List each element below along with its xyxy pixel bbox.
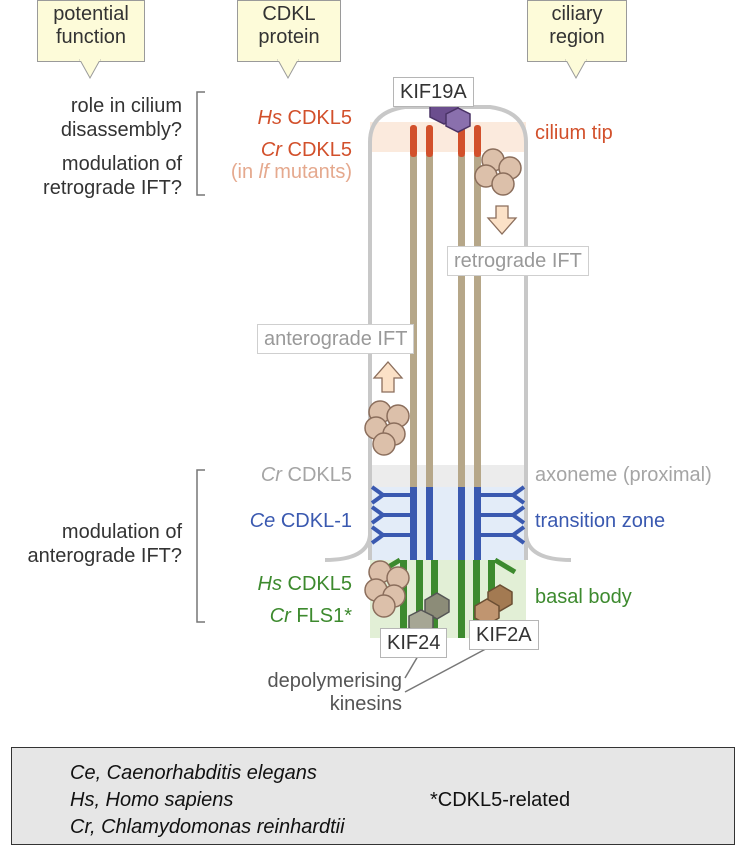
caption-line: depolymerising xyxy=(267,670,402,692)
leader-line xyxy=(404,643,496,693)
microtubule xyxy=(410,155,417,465)
header-potential-function: potential function xyxy=(37,0,145,62)
membrane-base-left xyxy=(324,534,372,562)
retrograde-arrow xyxy=(486,205,518,235)
protein-name: CDKL5 xyxy=(281,464,352,486)
protein-hs-cdkl5-tip: Hs CDKL5 xyxy=(150,106,352,130)
legend-ce: Ce, Caenorhabditis elegans xyxy=(70,762,317,784)
protein-note-lf-mutants: (in lf mutants) xyxy=(150,160,352,184)
protein-name: CDKL5 xyxy=(281,573,352,595)
microtubule-bb xyxy=(416,560,423,638)
kif19a-label: KIF19A xyxy=(393,77,474,107)
region-basal-body: basal body xyxy=(535,586,632,608)
species-abbrev: Cr xyxy=(269,605,291,627)
bracket-bottom xyxy=(196,469,205,623)
header-line: CDKL xyxy=(262,3,316,25)
species-abbrev: Ce xyxy=(249,510,276,532)
function-line: disassembly? xyxy=(60,119,182,141)
y-links-right xyxy=(481,485,526,545)
header-cdkl-protein: CDKL protein xyxy=(237,0,341,62)
microtubule-tz xyxy=(474,487,481,560)
callout-pointer xyxy=(79,59,101,80)
region-axoneme-proximal: axoneme (proximal) xyxy=(535,464,712,486)
transition-zone-band xyxy=(370,487,526,560)
transition-fiber xyxy=(493,557,517,575)
caption-line: kinesins xyxy=(329,693,402,715)
cilium-diagram xyxy=(79,59,587,693)
header-line: potential xyxy=(53,3,129,25)
microtubule-tz xyxy=(458,487,465,560)
microtubule-tz xyxy=(426,487,433,560)
microtubule xyxy=(474,155,481,465)
callout-pointer xyxy=(277,59,299,80)
microtubule-tz xyxy=(410,487,417,560)
bracket-top xyxy=(196,91,205,196)
function-line: role in cilium xyxy=(70,95,182,117)
region-transition-zone: transition zone xyxy=(535,510,666,532)
note-species: lf xyxy=(258,161,269,183)
ift-particle-retrograde xyxy=(474,148,522,196)
function-line: modulation of xyxy=(61,521,182,543)
function-line: modulation of xyxy=(61,153,182,175)
protein-cr-fls1: Cr FLS1* xyxy=(150,604,352,628)
protein-ce-cdkl1: Ce CDKL-1 xyxy=(150,509,352,533)
species-abbrev: Hs xyxy=(257,573,282,595)
protein-cr-cdkl5-axoneme: Cr CDKL5 xyxy=(150,463,352,487)
anterograde-ift-label: anterograde IFT xyxy=(257,324,415,354)
protein-name: FLS1* xyxy=(290,605,352,627)
function-retrograde: modulation of retrograde IFT? xyxy=(0,152,182,200)
function-disassembly: role in cilium disassembly? xyxy=(0,94,182,142)
kif2a-label: KIF2A xyxy=(469,620,539,650)
header-line: protein xyxy=(258,26,320,48)
protein-hs-cdkl5-bb: Hs CDKL5 xyxy=(150,572,352,596)
anterograde-arrow xyxy=(372,361,404,393)
protein-name: CDKL-1 xyxy=(275,510,352,532)
microtubule-bb xyxy=(458,560,465,638)
microtubule xyxy=(458,155,465,465)
kif19a-motor xyxy=(445,107,471,133)
header-line: region xyxy=(549,26,605,48)
note-prefix: (in xyxy=(230,161,259,183)
legend-cr: Cr, Chlamydomonas reinhardtii xyxy=(70,816,345,838)
membrane-base-right xyxy=(524,534,572,562)
kif24-label: KIF24 xyxy=(380,628,448,658)
header-ciliary-region: ciliary region xyxy=(527,0,627,62)
ift-particle-basal xyxy=(364,560,410,618)
leader-line xyxy=(404,655,419,679)
function-anterograde: modulation of anterograde IFT? xyxy=(0,520,182,568)
microtubule-tip xyxy=(458,125,465,157)
ift-particle-anterograde xyxy=(364,400,410,456)
y-links-left xyxy=(370,485,410,545)
function-line: anterograde IFT? xyxy=(27,545,182,567)
protein-cr-cdkl5-tip: Cr CDKL5 xyxy=(150,138,352,162)
callout-pointer xyxy=(565,59,587,80)
function-line: retrograde IFT? xyxy=(43,177,182,199)
header-line: function xyxy=(55,26,127,48)
microtubule-tip xyxy=(474,125,481,157)
axoneme-zone-band xyxy=(370,465,526,487)
microtubule-tip xyxy=(410,125,417,157)
legend-hs: Hs, Homo sapiens xyxy=(70,789,234,811)
microtubule-tip xyxy=(426,125,433,157)
kinesins-caption: depolymerising kinesins xyxy=(200,670,402,716)
species-legend: Ce, Caenorhabditis elegans Hs, Homo sapi… xyxy=(11,747,735,845)
header-line: ciliary xyxy=(551,3,603,25)
protein-name: CDKL5 xyxy=(281,139,352,161)
legend-note: *CDKL5-related xyxy=(430,789,571,811)
species-abbrev: Cr xyxy=(260,139,282,161)
microtubule-bb xyxy=(473,560,480,638)
region-cilium-tip: cilium tip xyxy=(535,122,613,144)
species-abbrev: Cr xyxy=(260,464,282,486)
retrograde-ift-label: retrograde IFT xyxy=(447,246,589,276)
protein-name: CDKL5 xyxy=(281,107,352,129)
species-abbrev: Hs xyxy=(257,107,282,129)
note-suffix: mutants) xyxy=(268,161,352,183)
kif2a-motor xyxy=(474,598,500,626)
microtubule xyxy=(426,155,433,465)
